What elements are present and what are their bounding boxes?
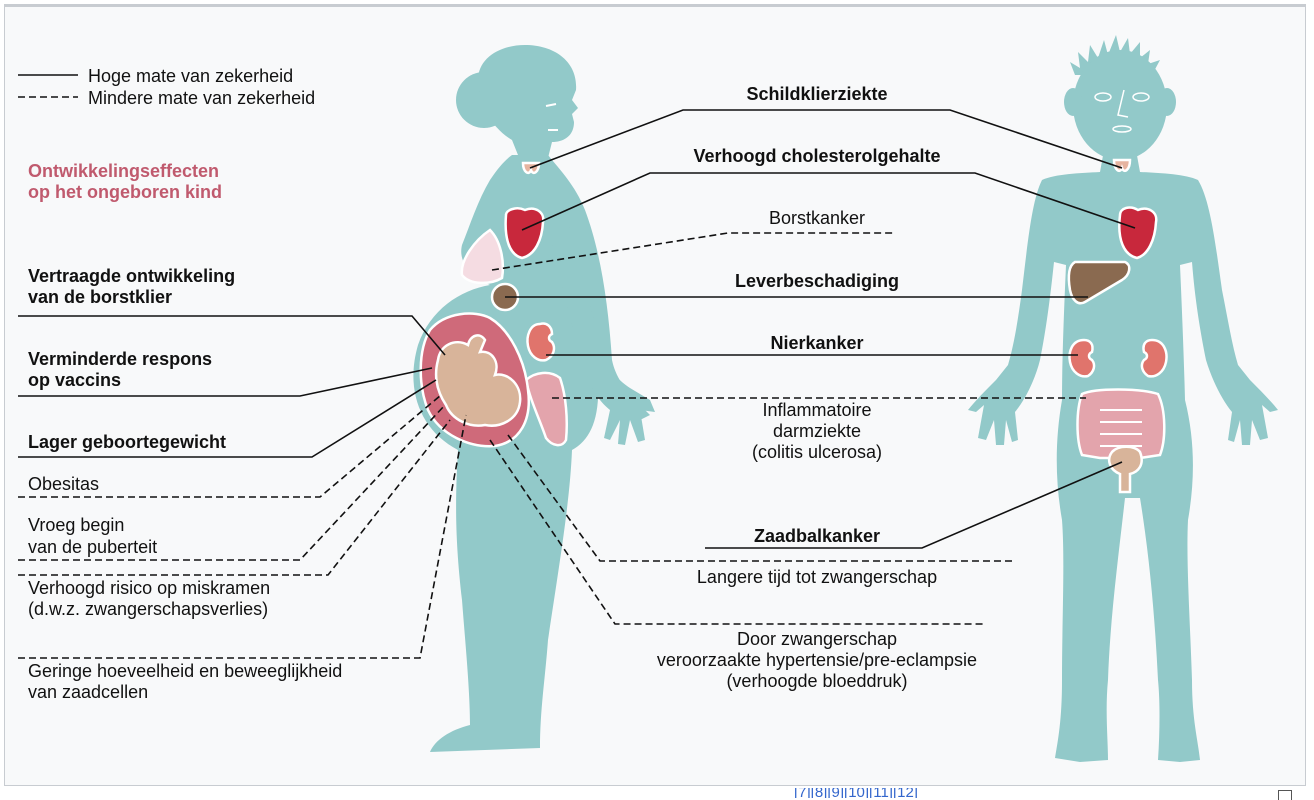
man-heart-icon [1118,206,1158,260]
woman-body [413,155,650,752]
man-intestine-icon [1076,388,1166,460]
section-heading-line1: Ontwikkelingseffecten [28,161,219,181]
label-ibd-line1: Inflammatoire [762,400,871,420]
label-puberty-line1: Vroeg begin [28,515,124,535]
woman-intestine-icon [524,371,568,447]
legend-solid-label: Hoge mate van zekerheid [88,66,293,86]
label-mammary-line2: van de borstklier [28,287,172,307]
man-liver-icon [1067,260,1131,305]
label-sperm-line1: Geringe hoeveelheid en beweeglijkheid [28,661,342,681]
label-cholesterol: Verhoogd cholesterolgehalte [693,146,940,166]
label-mammary-line1: Vertraagde ontwikkeling [28,266,235,286]
label-birthweight: Lager geboortegewicht [28,432,226,452]
woman-kidney-icon [526,322,556,362]
label-liver: Leverbeschadiging [735,271,899,291]
label-miscarriage-line2: (d.w.z. zwangerschapsverlies) [28,599,268,619]
left-labels: Vertraagde ontwikkeling van de borstklie… [28,266,342,702]
leader-lines [18,109,1136,659]
fetus-icon [434,334,522,427]
label-ibd-line2: darmziekte [773,421,861,441]
man-kidney-left-icon [1068,338,1096,378]
label-hypertension-line2: veroorzaakte hypertensie/pre-eclampsie [657,650,977,670]
man-testis-icon [1108,445,1143,494]
woman-arm [548,200,655,445]
label-miscarriage-line1: Verhoogd risico op miskramen [28,578,270,598]
legend-dashed-label: Mindere mate van zekerheid [88,88,315,108]
label-ibd-line3: (colitis ulcerosa) [752,442,882,462]
pregnant-woman-figure [413,45,655,752]
man-figure [968,35,1278,762]
label-hypertension-line3: (verhoogde bloeddruk) [726,671,907,691]
woman-head [478,45,578,160]
citation-links[interactable]: [7][8][9][10][11][12] [794,788,918,798]
center-labels: Schildklierziekte Verhoogd cholesterolge… [657,84,977,691]
label-vaccine-line2: op vaccins [28,370,121,390]
legend: Hoge mate van zekerheid Mindere mate van… [18,66,315,108]
man-thyroid-icon [1112,158,1132,172]
label-kidney: Nierkanker [770,333,863,353]
expand-icon[interactable] [1278,790,1292,800]
label-hypertension-line1: Door zwangerschap [737,629,897,649]
label-obesity: Obesitas [28,474,99,494]
man-kidney-right-icon [1140,338,1168,378]
label-sperm-line2: van zaadcellen [28,682,148,702]
label-thyroid: Schildklierziekte [746,84,887,104]
section-heading-line2: op het ongeboren kind [28,182,222,202]
woman-heart-icon [504,207,545,260]
label-testicular: Zaadbalkanker [754,526,880,546]
label-puberty-line2: van de puberteit [28,537,157,557]
label-vaccine-line1: Verminderde respons [28,349,212,369]
label-fertility: Langere tijd tot zwangerschap [697,567,937,587]
label-breast-cancer: Borstkanker [769,208,865,228]
